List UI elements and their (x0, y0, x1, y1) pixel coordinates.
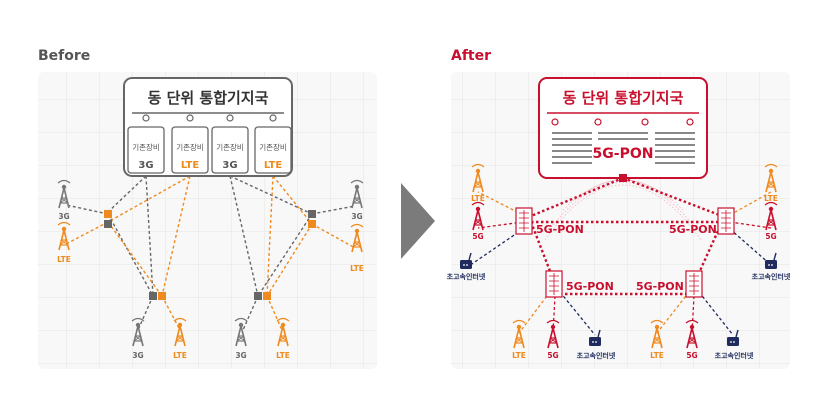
equipment-label: 기존장비 (132, 142, 160, 152)
junction-nodes (104, 210, 316, 300)
pon-main-label: 5G-PON (593, 146, 654, 162)
after-diagram: 동 단위 통합기지국 5G-PON (447, 77, 791, 360)
equipment-type: 3G (138, 160, 153, 171)
router-label: 초고속인터넷 (715, 351, 754, 360)
before-diagram: 동 단위 통합기지국 기존장비 기존장비 기존장비 기존장비 3G LTE 3G (57, 77, 364, 360)
tower-label: 5G (765, 232, 776, 241)
tower-label: LTE (276, 351, 290, 360)
before-station: 동 단위 통합기지국 기존장비 기존장비 기존장비 기존장비 3G LTE 3G (123, 77, 293, 177)
pon-node-label: 5G-PON (536, 223, 584, 236)
before-heading: Before (38, 48, 91, 64)
equipment-type: LTE (264, 160, 283, 171)
pon-node-label: 5G-PON (669, 223, 717, 236)
tower-label: LTE (57, 255, 71, 264)
pon-node-label: 5G-PON (636, 280, 684, 293)
equipment-label: 기존장비 (176, 142, 204, 152)
tower-label: 3G (132, 351, 143, 360)
router-label: 초고속인터넷 (577, 351, 616, 360)
tower-label: LTE (764, 194, 778, 203)
tower-label: 5G (686, 351, 697, 360)
tower-label: LTE (650, 351, 664, 360)
tower-label: LTE (350, 264, 364, 273)
tower-label: LTE (173, 351, 187, 360)
tower-label: LTE (512, 351, 526, 360)
tower-label: 3G (235, 351, 246, 360)
after-station-title: 동 단위 통합기지국 (563, 89, 684, 107)
tower-label: 5G (472, 232, 483, 241)
equipment-unit-lte (171, 126, 209, 174)
equipment-unit-3g (127, 126, 165, 174)
router-label: 초고속인터넷 (752, 272, 791, 281)
transition-arrow-icon (401, 183, 435, 259)
tower-label: 3G (58, 212, 69, 221)
equipment-unit-lte (254, 126, 292, 174)
equipment-label: 기존장비 (259, 142, 287, 152)
equipment-type: LTE (181, 160, 200, 171)
tower-label: 5G (547, 351, 558, 360)
before-station-title: 동 단위 통합기지국 (148, 89, 269, 107)
equipment-type: 3G (222, 160, 237, 171)
equipment-label: 기존장비 (216, 142, 244, 152)
tower-label: 3G (351, 212, 362, 221)
after-station: 동 단위 통합기지국 5G-PON (538, 77, 708, 182)
after-heading: After (451, 48, 492, 64)
tower-label: LTE (471, 194, 485, 203)
pon-node-label: 5G-PON (566, 280, 614, 293)
router-label: 초고속인터넷 (447, 272, 486, 281)
equipment-unit-3g (211, 126, 249, 174)
